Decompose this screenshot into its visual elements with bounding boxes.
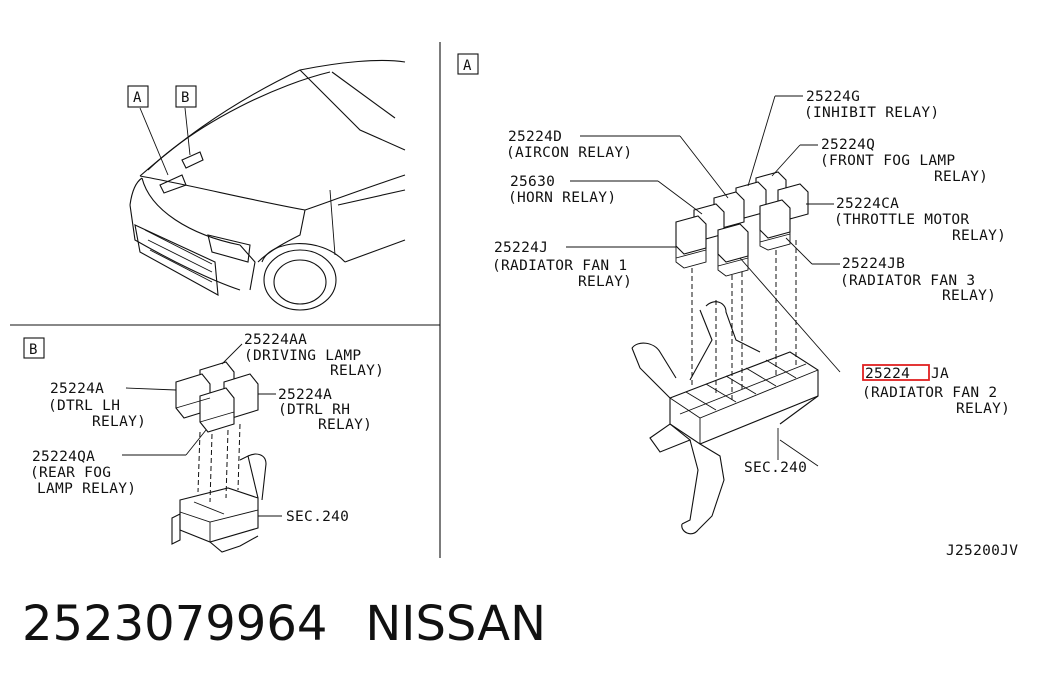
- radiator-fan-2-relay-number: 25224: [865, 366, 910, 382]
- panel-b-letter: B: [29, 342, 37, 358]
- relay-cluster-b: [175, 361, 259, 433]
- dtrl-rh-relay-name-cont: RELAY): [318, 417, 372, 433]
- driving-lamp-relay-name: (DRIVING LAMP: [244, 348, 361, 364]
- relay-cluster-a: [675, 171, 809, 277]
- panel-b-box: [23, 337, 45, 359]
- radiator-fan-1-relay-number: 25224J: [494, 240, 548, 256]
- radiator-fan-2-relay-suffix: JA: [931, 366, 949, 382]
- rear-fog-relay-name-cont: LAMP RELAY): [37, 481, 136, 497]
- section-ref-a: SEC.240: [744, 460, 807, 476]
- horn-relay-number: 25630: [510, 174, 555, 190]
- caption: 2523079964 NISSAN: [22, 596, 584, 652]
- dtrl-lh-relay-name-cont: RELAY): [92, 414, 146, 430]
- driving-lamp-relay-number: 25224AA: [244, 332, 307, 348]
- radiator-fan-3-relay-number: 25224JB: [842, 256, 905, 272]
- radiator-fan-2-relay-name-cont: RELAY): [956, 401, 1010, 417]
- panel-a-box: [457, 53, 479, 75]
- front-fog-relay-name: (FRONT FOG LAMP: [820, 153, 955, 169]
- inhibit-relay-number: 25224G: [806, 89, 860, 105]
- radiator-fan-1-relay-name-cont: RELAY): [578, 274, 632, 290]
- throttle-motor-relay-name-cont: RELAY): [952, 228, 1006, 244]
- horn-relay-name: (HORN RELAY): [508, 190, 616, 206]
- throttle-motor-relay-number: 25224CA: [836, 196, 899, 212]
- callout-b-letter: B: [181, 90, 189, 106]
- rear-fog-relay-name: (REAR FOG: [30, 465, 111, 481]
- inhibit-relay-name: (INHIBIT RELAY): [804, 105, 939, 121]
- brand-name: NISSAN: [365, 596, 547, 652]
- dtrl-rh-relay-name: (DTRL RH: [278, 402, 350, 418]
- dtrl-rh-relay-number: 25224A: [278, 387, 332, 403]
- aircon-relay-name: (AIRCON RELAY): [506, 145, 632, 161]
- radiator-fan-3-relay-name-cont: RELAY): [942, 288, 996, 304]
- dtrl-lh-relay-name: (DTRL LH: [48, 398, 120, 414]
- drawing-code: J25200JV: [946, 543, 1018, 559]
- callout-a-box: [127, 85, 149, 108]
- radiator-fan-2-relay-name: (RADIATOR FAN 2: [862, 385, 997, 401]
- relay-bracket-a: [631, 301, 819, 535]
- driving-lamp-relay-name-cont: RELAY): [330, 363, 384, 379]
- part-number: 2523079964: [22, 596, 328, 652]
- radiator-fan-1-relay-name: (RADIATOR FAN 1: [492, 258, 627, 274]
- panel-b: B 25224AA (DRIVING LAMP: [23, 332, 384, 553]
- panel-a: A: [457, 53, 1010, 535]
- panel-a-letter: A: [463, 58, 472, 74]
- section-ref-b: SEC.240: [286, 509, 349, 525]
- throttle-motor-relay-name: (THROTTLE MOTOR: [834, 212, 969, 228]
- callout-b-box: [175, 85, 197, 108]
- front-fog-relay-name-cont: RELAY): [934, 169, 988, 185]
- aircon-relay-number: 25224D: [508, 129, 562, 145]
- radiator-fan-3-relay-name: (RADIATOR FAN 3: [840, 273, 975, 289]
- vehicle-view: A B: [127, 59, 406, 311]
- highlight-box: [862, 364, 930, 381]
- front-fog-relay-number: 25224Q: [821, 137, 875, 153]
- rear-fog-relay-number: 25224QA: [32, 449, 95, 465]
- callout-a-letter: A: [133, 90, 142, 106]
- dtrl-lh-relay-number: 25224A: [50, 381, 104, 397]
